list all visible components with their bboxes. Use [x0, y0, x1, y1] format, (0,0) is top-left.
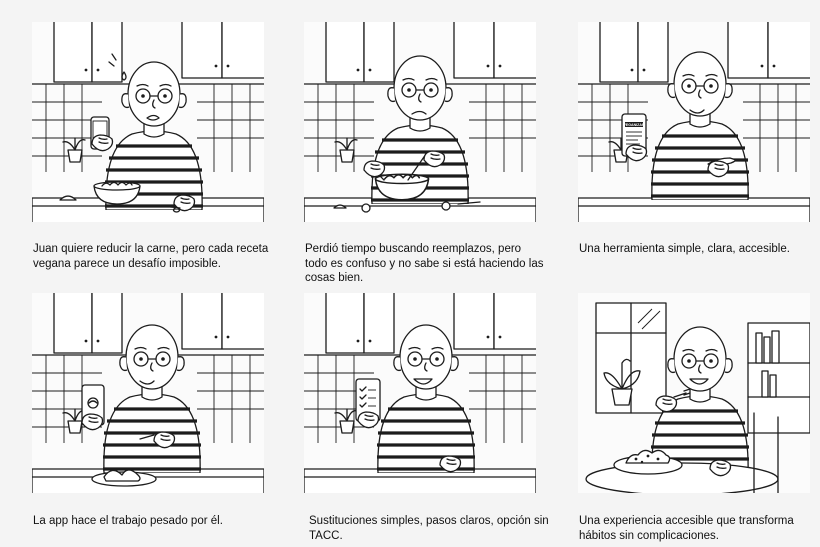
illustration-worried-phone — [32, 22, 264, 222]
storyboard-panel-5 — [304, 293, 536, 493]
phone-app-title: VEGANIZAR — [623, 123, 645, 127]
panel-3-caption: Una herramienta simple, clara, accesible… — [579, 243, 790, 255]
storyboard-panel-4 — [32, 293, 264, 493]
storyboard-panel-6 — [578, 293, 810, 493]
panel-6-caption: Una experiencia accesible que transforma… — [579, 515, 794, 542]
panel-1-caption: Juan quiere reducir la carne, pero cada … — [33, 243, 269, 270]
panel-2-caption: Perdió tiempo buscando reemplazos, pero … — [305, 243, 544, 284]
storyboard-panel-3: VEGANIZAR — [578, 22, 810, 222]
panel-4-caption: La app hace el trabajo pesado por él. — [33, 515, 223, 527]
storyboard-panel-2 — [304, 22, 536, 222]
illustration-app-intro: VEGANIZAR — [578, 22, 810, 222]
storyboard-panel-1 — [32, 22, 264, 222]
plant-icon — [611, 388, 633, 406]
illustration-eating-happy — [578, 293, 810, 493]
illustration-app-working — [32, 293, 264, 493]
illustration-confused-cooking — [304, 22, 536, 222]
panel-5-caption: Sustituciones simples, pasos claros, opc… — [309, 515, 549, 542]
illustration-happy-steps — [304, 293, 536, 493]
